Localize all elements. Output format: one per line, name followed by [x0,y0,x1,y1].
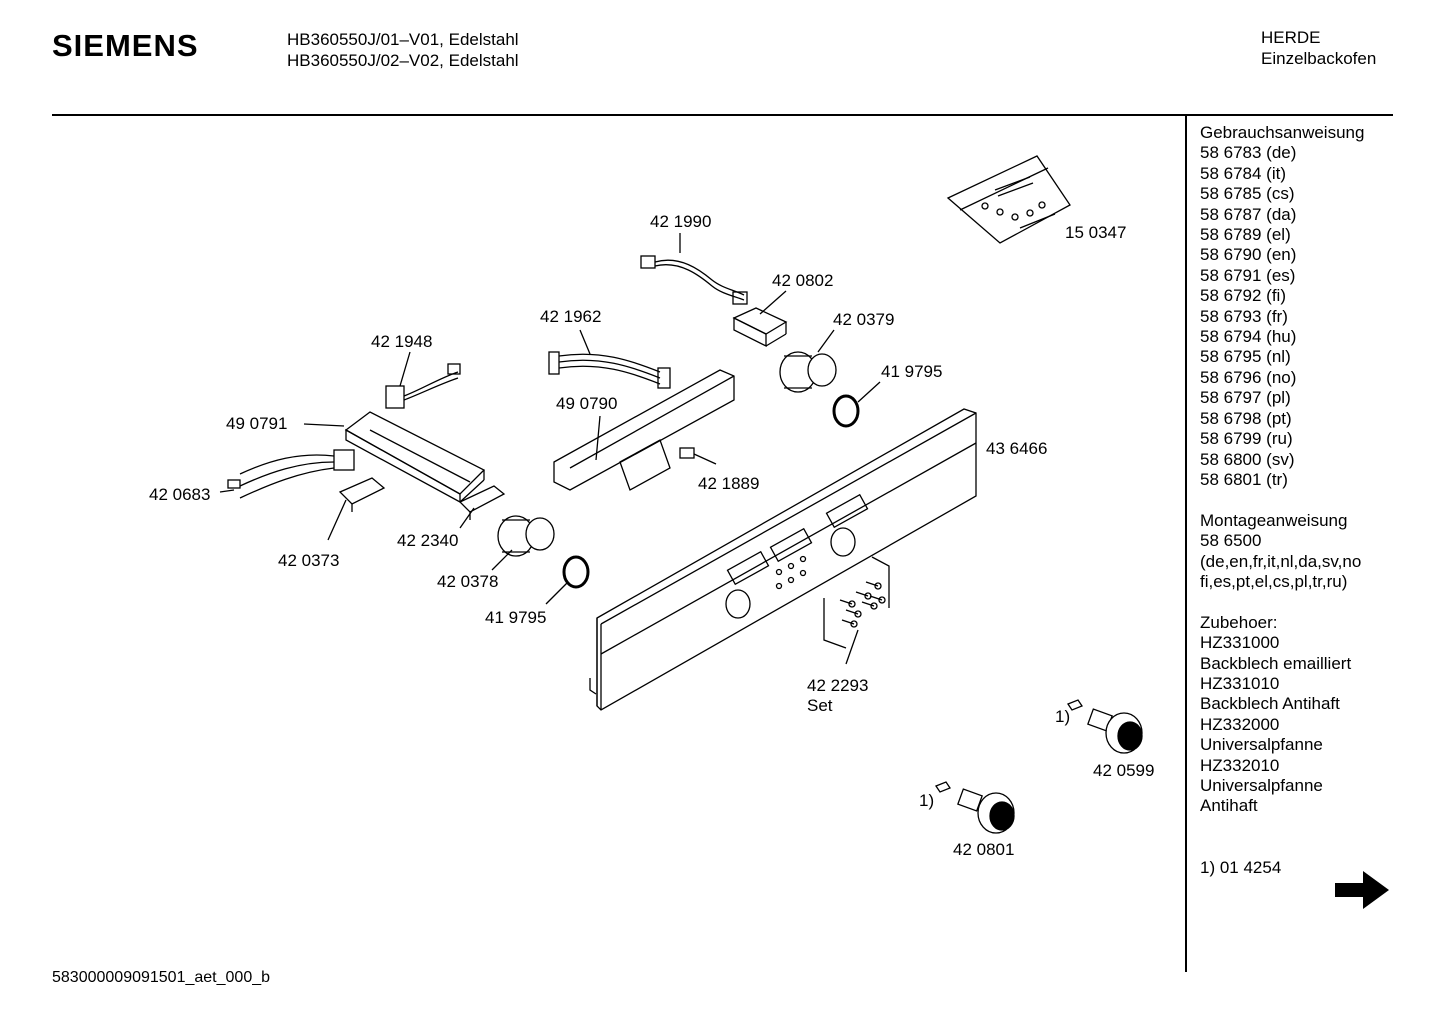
knob-420801 [935,781,1015,834]
spacer [1200,817,1390,837]
manual-item: 58 6796 (no) [1200,367,1297,387]
manual-item: 58 6787 (da) [1200,204,1297,224]
install-languages: fi,es,pt,el,cs,pl,tr,ru) [1200,571,1348,591]
manual-item: 58 6784 (it) [1200,163,1286,183]
bracket-490790 [553,369,735,491]
label-420373: 42 0373 [278,551,339,570]
manual-item: 58 6799 (ru) [1200,429,1293,449]
category-block: HERDE Einzelbackofen [1261,27,1376,69]
cable-harness-421990 [640,233,748,305]
manual-item: 58 6790 (en) [1200,245,1297,265]
spacer [1200,592,1390,612]
footnote: 1) 01 4254 [1200,857,1282,877]
manual-item: 58 6794 (hu) [1200,327,1297,347]
model-list: HB360550J/01–V01, Edelstahl HB360550J/02… [287,29,519,71]
manual-item: 58 6798 (pt) [1200,408,1292,428]
sidebar-divider [1185,116,1187,972]
front-panel [589,408,977,711]
accessory-item: HZ332000 [1200,714,1280,734]
install-languages: (de,en,fr,it,nl,da,sv,no [1200,551,1362,571]
cable-420683 [219,449,355,499]
clip-421889 [679,447,717,465]
accessory-item: Universalpfanne [1200,735,1323,755]
label-150347: 15 0347 [1065,223,1126,242]
accessory-item: HZ331000 [1200,633,1280,653]
arrow-right-icon[interactable] [1333,868,1391,912]
sidebar-info: Gebrauchsanweisung 58 6783 (de) 58 6784 … [1200,123,1390,878]
manual-item: 58 6801 (tr) [1200,469,1288,489]
manual-item: 58 6785 (cs) [1200,184,1295,204]
spacer [1200,490,1390,510]
label-422293-set: Set [807,696,833,715]
footer-code: 583000009091501_aet_000_b [52,969,271,986]
knob-420599 [1067,699,1143,754]
screw-set [823,556,890,649]
label-422340: 42 2340 [397,531,458,550]
category-subtitle: Einzelbackofen [1261,49,1377,68]
spacer [1200,837,1390,857]
manual-item: 58 6791 (es) [1200,265,1296,285]
ribbon-cable-421962 [548,329,671,389]
accessory-item: Backblech Antihaft [1200,694,1340,714]
manual-item: 58 6789 (el) [1200,225,1291,245]
label-419795-top: 41 9795 [881,362,942,381]
install-number: 58 6500 [1200,531,1262,551]
exploded-parts-diagram: 15 0347 42 1990 42 0802 42 1962 42 0379 … [149,155,1154,859]
accessory-item: Backblech emailliert [1200,653,1352,673]
accessory-item: HZ332010 [1200,755,1280,775]
screw-bag [946,155,1071,244]
manual-item: 58 6797 (pl) [1200,388,1291,408]
label-436466: 43 6466 [986,439,1047,458]
label-421948: 42 1948 [371,332,432,351]
label-421962: 42 1962 [540,307,601,326]
install-title: Montageanweisung [1200,510,1348,530]
brand-logo: SIEMENS [52,28,199,63]
manual-item: 58 6793 (fr) [1200,306,1288,326]
label-420801: 42 0801 [953,840,1014,859]
accessory-item: Antihaft [1200,796,1258,816]
manual-item: 58 6792 (fi) [1200,286,1286,306]
label-421889: 42 1889 [698,474,759,493]
switch-420802 [732,290,788,348]
ring-419795-bottom [545,555,590,605]
model-line-1: HB360550J/01–V01, Edelstahl [287,30,519,49]
model-line-2: HB360550J/02–V02, Edelstahl [287,51,519,70]
connector-422340 [458,485,506,529]
accessory-item: Universalpfanne [1200,775,1323,795]
manual-item: 58 6783 (de) [1200,143,1297,163]
label-420379: 42 0379 [833,310,894,329]
label-420683: 42 0683 [149,485,210,504]
label-420378: 42 0378 [437,572,498,591]
label-420599: 42 0599 [1093,761,1154,780]
clip-420373 [327,477,386,541]
manual-item: 58 6800 (sv) [1200,449,1295,469]
manual-title: Gebrauchsanweisung [1200,123,1365,142]
footnote-marker-420801: 1) [919,791,934,810]
manual-item: 58 6795 (nl) [1200,347,1291,367]
ring-419795-top [832,381,881,428]
accessory-item: HZ331010 [1200,673,1280,693]
category-title: HERDE [1261,28,1321,47]
socket-420379 [779,329,837,393]
label-421990: 42 1990 [650,212,711,231]
label-419795-bottom: 41 9795 [485,608,546,627]
label-422293: 42 2293 [807,676,868,695]
socket-420378 [491,515,555,571]
label-490790: 49 0790 [556,394,617,413]
label-420802: 42 0802 [772,271,833,290]
accessories-title: Zubehoer: [1200,612,1278,632]
label-490791: 49 0791 [226,414,287,433]
footnote-marker-420599: 1) [1055,707,1070,726]
header-divider [52,114,1393,116]
cable-421948 [385,351,461,409]
control-board-490791 [303,411,486,504]
